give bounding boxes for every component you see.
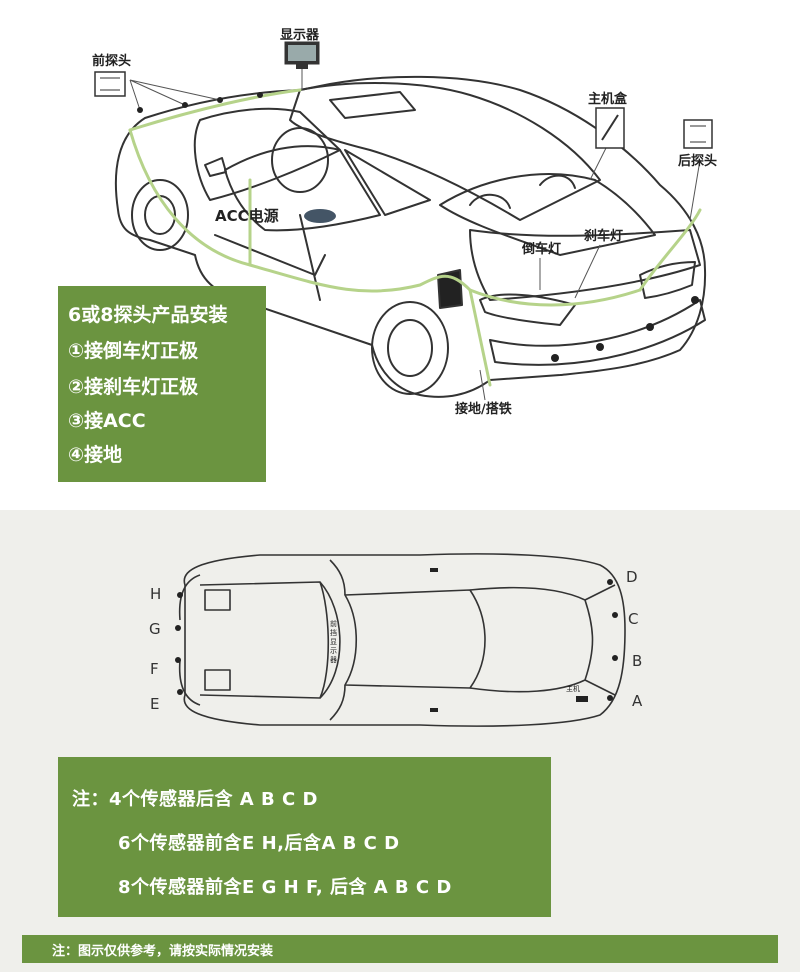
sensor-note-box: 注：4个传感器后含 A B C D 6个传感器前含E H,后含A B C D 8…: [58, 757, 551, 917]
car-installation-illustration: [94, 41, 713, 401]
sensor-h: [177, 592, 183, 598]
car-roof: [289, 82, 601, 221]
main-mark-text: 主机: [566, 685, 580, 693]
front-sensor-icon: [94, 71, 126, 97]
rear-bumper: [489, 299, 706, 366]
top-view-body: [183, 553, 626, 727]
install-step-3: ③接ACC: [68, 410, 146, 432]
tail-light-left: [479, 293, 576, 326]
install-title: 6或8探头产品安装: [68, 304, 228, 326]
letter-c: C: [628, 610, 639, 628]
wire-harness: [128, 128, 642, 307]
top-view-windshield: [319, 581, 341, 699]
label-reverse-light: 倒车灯: [522, 242, 562, 257]
letter-e: E: [150, 695, 160, 713]
footer-note-bar: 注：图示仅供参考，请按实际情况安装: [22, 935, 778, 963]
top-view-rear-window: [469, 586, 594, 693]
rear-wheel: [371, 301, 449, 395]
front-wheel: [131, 179, 189, 251]
car-side-window: [224, 145, 381, 232]
label-brake-light: 刹车灯: [584, 229, 624, 244]
letter-g: G: [149, 620, 161, 638]
top-view-hood: [199, 581, 330, 699]
acc-key-icon: [304, 209, 336, 223]
label-rear-sensor: 后探头: [678, 154, 718, 169]
install-step-2: ②接刹车灯正极: [68, 376, 199, 398]
sensor-b: [612, 655, 618, 661]
display-mark-text: 前挡显示器: [330, 620, 337, 664]
steering-wheel: [271, 127, 329, 193]
letter-b: B: [632, 652, 643, 670]
sensor-f: [175, 657, 181, 663]
letter-h: H: [150, 585, 162, 603]
rear-sensor-icon: [683, 119, 713, 149]
main-unit-mark: [576, 696, 588, 702]
install-step-4: ④接地: [68, 444, 123, 466]
letter-a: A: [632, 692, 643, 710]
top-view-roof: [344, 589, 486, 689]
note-line-1: 注：4个传感器后含 A B C D: [72, 789, 318, 810]
sensor-d: [607, 579, 613, 585]
letter-d: D: [626, 568, 638, 586]
footer-note-text: 注：图示仅供参考，请按实际情况安装: [52, 944, 274, 959]
label-front-sensor: 前探头: [92, 54, 132, 69]
tail-light-right: [639, 261, 696, 299]
car-windshield: [193, 107, 341, 201]
sensor-c: [612, 612, 618, 618]
car-top-view: [175, 553, 626, 727]
note-line-3: 8个传感器前含E G H F, 后含 A B C D: [118, 877, 452, 898]
install-diagram-section: 前探头 显示器 主机盒 后探头 ACC电源 倒车灯 刹车灯 接地/搭铁 6或8探…: [58, 28, 718, 482]
label-display: 显示器: [280, 28, 320, 43]
sensor-g: [175, 625, 181, 631]
label-ground: 接地/搭铁: [455, 402, 512, 417]
side-mirror: [204, 157, 227, 177]
sensor-a: [607, 695, 613, 701]
car-rear-window: [439, 173, 656, 256]
rear-sensor-dot: [551, 354, 559, 362]
label-acc-power: ACC电源: [215, 207, 279, 225]
label-main-box: 主机盒: [588, 92, 628, 107]
install-step-1: ①接倒车灯正极: [68, 340, 199, 362]
install-instructions-box: 6或8探头产品安装 ①接倒车灯正极 ②接刹车灯正极 ③接ACC ④接地: [58, 286, 266, 482]
sensor-e: [177, 689, 183, 695]
letter-f: F: [150, 660, 159, 678]
note-line-2: 6个传感器前含E H,后含A B C D: [118, 833, 400, 854]
